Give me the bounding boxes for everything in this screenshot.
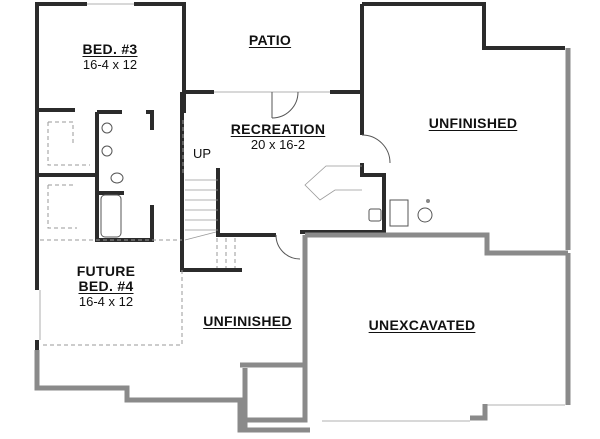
room-name: PATIO [248, 32, 292, 48]
room-name: UNFINISHED [428, 115, 518, 131]
room-label-bed3: BED. #3 16-4 x 12 [80, 41, 140, 73]
room-dims: 16-4 x 12 [82, 57, 138, 72]
room-label-unfinished-sw: UNFINISHED [200, 314, 295, 329]
room-name: UNFINISHED [203, 313, 292, 329]
room-name: UNEXCAVATED [368, 317, 476, 333]
stair-label-up: UP [192, 145, 212, 163]
room-name-line1: FUTURE [76, 263, 136, 279]
room-dims: 16-4 x 12 [78, 294, 134, 309]
room-label-recreation: RECREATION 20 x 16-2 [228, 121, 328, 153]
room-name: RECREATION [230, 121, 326, 137]
room-label-unexcavated: UNEXCAVATED [366, 318, 478, 333]
room-label-future-bed4: FUTURE BED. #4 16-4 x 12 [76, 263, 136, 310]
room-name-line2: BED. #4 [78, 278, 134, 294]
room-label-patio: PATIO [240, 33, 300, 48]
room-name: BED. #3 [82, 41, 138, 57]
room-label-unfinished-ne: UNFINISHED [423, 116, 523, 131]
stair-direction: UP [192, 146, 212, 161]
room-dims: 20 x 16-2 [250, 137, 306, 152]
